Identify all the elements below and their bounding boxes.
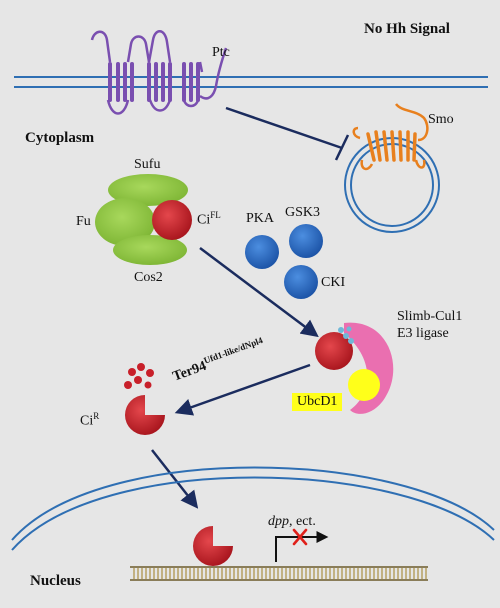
ubcd1-shape — [348, 369, 380, 401]
ci-fl-shape — [152, 200, 192, 240]
dpp-gene: dpp — [268, 514, 289, 529]
cki-label: CKI — [321, 275, 346, 290]
ci-bound-shape — [315, 332, 353, 370]
dpp-label: dpp, ect. — [268, 515, 316, 529]
fu-label: Fu — [76, 214, 91, 229]
cos2-shape — [113, 235, 187, 265]
ubcd1-label: UbcD1 — [292, 393, 343, 411]
smo-label: Smo — [428, 112, 454, 127]
ci-fl-base: Ci — [197, 212, 211, 228]
gsk3-label: GSK3 — [285, 205, 321, 220]
nuclear-envelope — [11, 466, 495, 551]
ci-fragments — [124, 363, 154, 389]
sufu-shape — [108, 174, 188, 206]
smo-receptor — [352, 103, 429, 171]
ptc-inhibits-smo-line — [225, 106, 350, 161]
ci-r-label: CiR — [80, 412, 99, 429]
arrow-to-slimb — [199, 247, 319, 338]
blocked-transcription-arrow — [275, 528, 329, 562]
kinases — [245, 224, 323, 299]
ci-complex — [95, 174, 192, 265]
slimb-label-line2: E3 ligase — [397, 326, 449, 341]
sufu-label: Sufu — [134, 157, 161, 172]
block-cross-icon — [292, 528, 308, 546]
ci-r-shape — [125, 395, 165, 435]
cki-shape — [284, 265, 318, 299]
slimb-complex — [315, 322, 394, 414]
no-hh-signal-title: No Hh Signal — [364, 21, 450, 37]
dna-strand — [130, 566, 428, 581]
ci-fl-label: CiFL — [197, 211, 221, 228]
nucleus-label: Nucleus — [30, 573, 81, 589]
ci-r-nucleus-shape — [193, 526, 233, 566]
ptc-label: Ptc — [212, 45, 230, 60]
cos2-label: Cos2 — [134, 270, 163, 285]
cytoplasm-label: Cytoplasm — [25, 130, 95, 146]
gsk3-shape — [289, 224, 323, 258]
ci-fl-sup: FL — [210, 210, 221, 220]
slimb-crescent — [344, 322, 394, 414]
ci-r-sup: R — [93, 411, 100, 421]
slimb-label-line1: Slimb-Cul1 — [397, 309, 463, 324]
arrow-to-cir — [174, 363, 311, 416]
arrow-to-nucleus — [151, 449, 199, 509]
ubiquitin-dots — [338, 326, 354, 344]
plasma-membrane — [14, 76, 488, 88]
ci-r-base: Ci — [80, 413, 94, 429]
pka-shape — [245, 235, 279, 269]
fu-shape — [95, 198, 155, 246]
pka-label: PKA — [246, 211, 275, 226]
ptc-receptor — [90, 30, 228, 115]
dpp-rest: , ect. — [289, 514, 316, 529]
